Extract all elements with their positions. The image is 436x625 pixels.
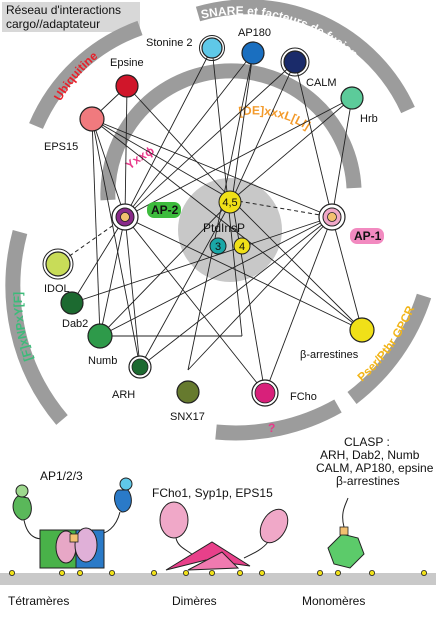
monomeres-label: Monomères: [302, 594, 365, 608]
dashed-edges: [57, 199, 333, 265]
gpcr-arc: [347, 293, 432, 404]
ap1-label: AP-1: [354, 229, 382, 243]
ap1-core: [327, 212, 337, 222]
barrestines-node[interactable]: [349, 317, 375, 343]
calm-ring: [280, 47, 310, 77]
ap2-label: AP-2: [151, 203, 179, 217]
fcho-inner: [254, 382, 276, 404]
barrestines-label: β-arrestines: [300, 349, 359, 361]
site-45-node[interactable]: [218, 190, 242, 214]
site-3-node[interactable]: [209, 237, 227, 255]
epsine-node[interactable]: [115, 74, 139, 98]
clasp-monomer-illustration: [327, 497, 365, 569]
site-45-label: 4,5: [222, 197, 237, 209]
ptdinsp-label: PtdInsP: [203, 221, 245, 235]
hrb-node[interactable]: [340, 86, 364, 110]
membrane: [0, 573, 436, 585]
eps15-label: EPS15: [44, 141, 78, 153]
fcho-syp-eps-label: FCho1, Syp1p, EPS15: [152, 486, 273, 500]
fcho-dimer-illustration: [159, 501, 289, 571]
stonine2-node[interactable]: [201, 37, 223, 59]
dimeres-label: Dimères: [172, 594, 217, 608]
idol-ring: [42, 248, 74, 280]
edges: [71, 47, 363, 394]
title-line1: Réseau d'interactions: [6, 3, 121, 17]
motif-inner-arc: [100, 63, 362, 201]
ap180-node[interactable]: [241, 41, 265, 65]
title-box: [2, 2, 140, 32]
dab2-node[interactable]: [60, 291, 84, 315]
ubiquitine-arc: [29, 20, 143, 130]
dexxxl-label: [DE]xxxL[LI]: [238, 103, 313, 132]
ap180-label: AP180: [238, 27, 271, 39]
ap123-label: AP1/2/3: [40, 469, 83, 483]
snx17-node[interactable]: [176, 380, 200, 404]
clasp-line4: β-arrestines: [336, 474, 400, 488]
arh-label: ARH: [112, 389, 135, 401]
idol-node[interactable]: [45, 251, 71, 277]
site-4-node[interactable]: [233, 237, 251, 255]
stonine2-ring: [199, 35, 225, 61]
site-3-label: 3: [215, 241, 221, 253]
numb-node[interactable]: [87, 323, 113, 349]
ap-tetramer-illustration: [12, 477, 133, 569]
snx17-label: SNX17: [170, 411, 205, 423]
ap2-core: [120, 212, 130, 222]
epsine-label: Epsine: [110, 57, 144, 69]
fxnpxy-arc: [5, 230, 68, 425]
snare-arc: [195, 0, 415, 114]
yxxphi-label: Yxxϕ: [123, 143, 157, 172]
hrb-label: Hrb: [360, 113, 378, 125]
unknown-label: ?: [268, 421, 275, 435]
clasp-line2: ARH, Dab2, Numb: [320, 448, 420, 462]
calm-node[interactable]: [283, 50, 307, 74]
arh-inner: [131, 358, 149, 376]
tetrameres-label: Tétramères: [8, 594, 69, 608]
calm-label: CALM: [306, 77, 337, 89]
fxnpxy-label: [F]xNPxY[F]: [11, 292, 36, 363]
ap1-badge: [350, 228, 384, 244]
clasp-line3: CALM, AP180, epsine: [316, 461, 434, 475]
title-line2: cargo//adaptateur: [6, 17, 100, 31]
fcho-label: FCho: [290, 391, 317, 403]
ap2-badge: [147, 202, 181, 218]
stonine2-label: Stonine 2: [146, 37, 192, 49]
membrane-lipids: [8, 570, 427, 577]
clasp-line1: CLASP :: [344, 435, 390, 449]
dab2-label: Dab2: [62, 318, 88, 330]
idol-label: IDOL: [44, 283, 70, 295]
site-4-label: 4: [239, 241, 245, 253]
eps15-node[interactable]: [79, 106, 105, 132]
unknown-arc: [215, 399, 342, 441]
numb-label: Numb: [88, 355, 117, 367]
